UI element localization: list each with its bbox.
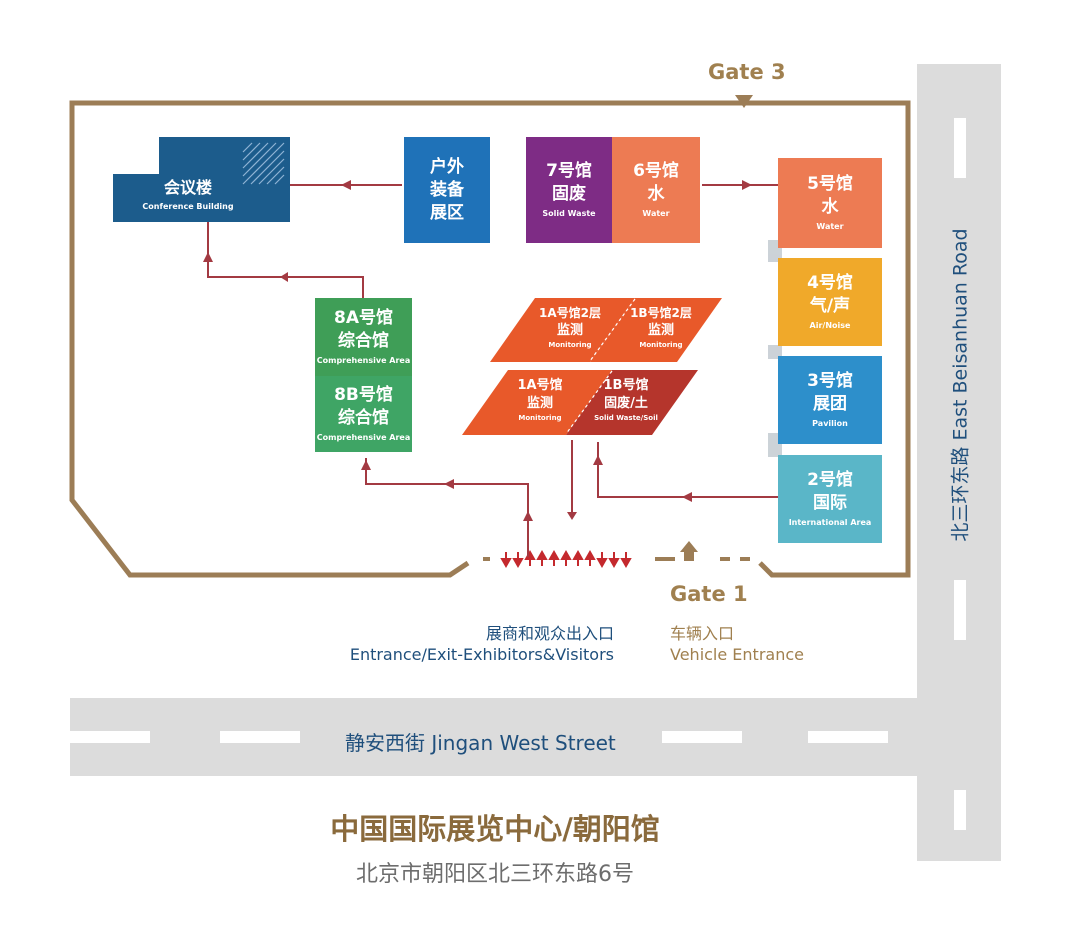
gate3-marker xyxy=(735,95,753,108)
hall-1b-theme: 固废/土 xyxy=(604,396,648,411)
hall-1a2-label[interactable]: 1A号馆2层 监测 Monitoring xyxy=(525,305,615,350)
hall-5-theme: 水 xyxy=(821,197,839,217)
hall-1-lower-divider xyxy=(565,370,613,435)
hall-8b-number: 8B号馆 xyxy=(334,385,393,405)
entrance-arrows-in xyxy=(500,549,632,569)
hall-1a2-en: Monitoring xyxy=(548,341,592,349)
hall-1b-shape xyxy=(566,370,698,435)
hall-1a-theme: 监测 xyxy=(526,396,553,411)
hall-4[interactable]: 4号馆 气/声 Air/Noise xyxy=(778,258,882,346)
hall-3-en: Pavilion xyxy=(812,419,848,428)
vehicle-entrance-en: Vehicle Entrance xyxy=(670,645,804,664)
hall-8a-theme: 综合馆 xyxy=(338,331,389,351)
hall-2-theme: 国际 xyxy=(813,493,847,513)
route-arrowheads xyxy=(203,180,752,521)
hall-1a-en: Monitoring xyxy=(518,414,562,422)
hall-1a2-number: 1A号馆2层 xyxy=(539,306,601,320)
hall-8a-en: Comprehensive Area xyxy=(316,356,411,365)
vehicle-entrance-arrow xyxy=(680,541,698,561)
hall-1a-number: 1A号馆 xyxy=(517,378,563,393)
hall-4-en: Air/Noise xyxy=(809,321,851,330)
east-hall-connectors xyxy=(768,240,782,457)
hall-1b2-label[interactable]: 1B号馆2层 监测 Monitoring xyxy=(616,305,706,350)
venue-address: 北京市朝阳区北三环东路6号 xyxy=(356,862,634,887)
vehicle-entrance-cn: 车辆入口 xyxy=(670,624,735,643)
hall-1b2-theme: 监测 xyxy=(647,323,674,338)
hall-5-number: 5号馆 xyxy=(807,174,853,194)
hall-1a2-theme: 监测 xyxy=(556,323,583,338)
hall-6-theme: 水 xyxy=(647,184,665,204)
visitor-entrance-cn: 展商和观众出入口 xyxy=(485,624,614,643)
hall-8a[interactable]: 8A号馆 综合馆 Comprehensive Area xyxy=(315,298,412,376)
hall-1b-number: 1B号馆 xyxy=(603,378,649,393)
hall-5[interactable]: 5号馆 水 Water xyxy=(778,158,882,248)
hall-1b-en: Solid Waste/Soil xyxy=(594,414,658,422)
hall-7[interactable]: 7号馆 固废 Solid Waste xyxy=(526,137,612,243)
hall-7-number: 7号馆 xyxy=(546,161,592,181)
hall-3[interactable]: 3号馆 展团 Pavilion xyxy=(778,356,882,444)
hall-1a-shape xyxy=(462,370,612,435)
road-dashes xyxy=(70,118,966,830)
outdoor-equipment-area[interactable]: 户外 装备 展区 xyxy=(404,137,490,243)
venue-wall xyxy=(69,100,911,578)
conference-building-shape xyxy=(113,137,290,222)
outdoor-line3: 展区 xyxy=(430,202,464,223)
hall-5-en: Water xyxy=(816,222,844,231)
gate-1-label: Gate 1 xyxy=(670,582,748,606)
hall-8b[interactable]: 8B号馆 综合馆 Comprehensive Area xyxy=(315,376,412,452)
hall-7-theme: 固废 xyxy=(552,184,586,204)
hall-1a-label[interactable]: 1A号馆 监测 Monitoring xyxy=(500,377,580,423)
hall-1b2-en: Monitoring xyxy=(639,341,683,349)
hall-2-en: International Area xyxy=(788,518,872,527)
east-beisanhuan-road-label: 北三环东路 East Beisanhuan Road xyxy=(949,228,972,542)
hall-4-number: 4号馆 xyxy=(807,273,853,293)
outdoor-line2: 装备 xyxy=(430,179,464,200)
hall-6-en: Water xyxy=(642,209,670,218)
hall-1-upper-divider xyxy=(589,298,636,362)
gate-3-label: Gate 3 xyxy=(708,60,786,84)
hall-4-theme: 气/声 xyxy=(809,296,851,316)
venue-title: 中国国际展览中心/朝阳馆 xyxy=(330,812,660,846)
conference-building-en: Conference Building xyxy=(142,201,234,211)
hall-3-theme: 展团 xyxy=(813,394,847,414)
hall-8b-en: Comprehensive Area xyxy=(316,433,411,442)
visitor-entrance-en: Entrance/Exit-Exhibitors&Visitors xyxy=(349,645,614,664)
hall-1a2-shape xyxy=(490,298,635,362)
hall-2[interactable]: 2号馆 国际 International Area xyxy=(778,455,882,543)
hall-7-en: Solid Waste xyxy=(542,209,596,218)
hall-1b2-number: 1B号馆2层 xyxy=(630,306,692,320)
hall-8a-number: 8A号馆 xyxy=(334,308,393,328)
hall-6[interactable]: 6号馆 水 Water xyxy=(612,137,700,243)
hall-1b-label[interactable]: 1B号馆 固废/土 Solid Waste/Soil xyxy=(580,377,672,423)
hall-3-number: 3号馆 xyxy=(807,371,853,391)
hall-1b2-shape xyxy=(590,298,722,362)
hall-2-number: 2号馆 xyxy=(807,470,853,490)
visitor-entrance-marks xyxy=(483,557,750,561)
conference-building-cn: 会议楼 xyxy=(163,177,212,197)
outdoor-line1: 户外 xyxy=(430,156,464,177)
jingan-west-street-label: 静安西街 Jingan West Street xyxy=(345,731,616,755)
conference-building[interactable]: 会议楼 Conference Building xyxy=(113,168,263,220)
hall-8b-theme: 综合馆 xyxy=(338,408,389,428)
hall-6-number: 6号馆 xyxy=(633,161,679,181)
